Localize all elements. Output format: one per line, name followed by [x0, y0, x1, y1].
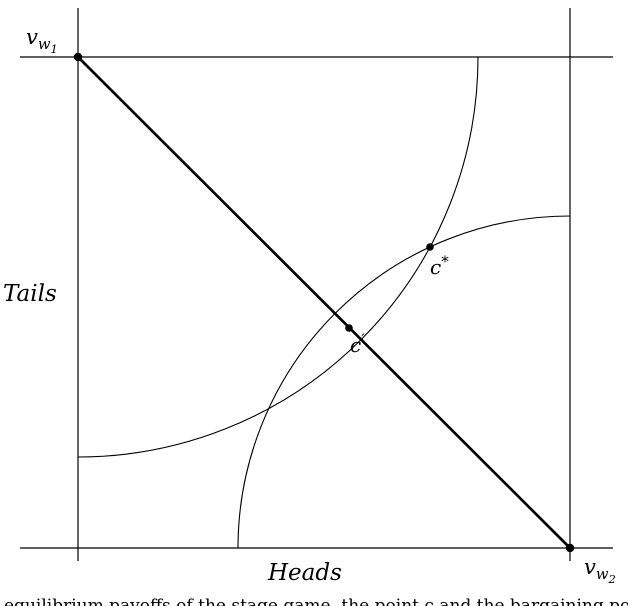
c-star-sup: *: [441, 252, 449, 271]
label-vw2: vw2: [584, 555, 616, 585]
axis-label-tails: Tails: [3, 281, 57, 307]
vw2-base: v: [584, 555, 596, 579]
c-prime-sup: ′: [361, 330, 365, 349]
axis-label-heads: Heads: [268, 560, 342, 586]
c-star-dot: [426, 243, 434, 251]
label-c-prime: c′: [350, 332, 365, 357]
vw1-sub: w: [37, 36, 51, 54]
diagonal-line: [77, 56, 571, 549]
vw1-subsub: 1: [50, 42, 58, 57]
vw1-dot: [73, 52, 83, 62]
cropped-caption-text: equilibrium payoffs of the stage game, t…: [4, 596, 628, 606]
vw2-subsub: 2: [608, 572, 616, 587]
vw1-base: v: [26, 25, 38, 49]
vw2-dot: [565, 543, 575, 553]
c-star-base: c: [430, 255, 442, 279]
c-prime-dot: [345, 324, 353, 332]
c-prime-base: c: [350, 333, 362, 357]
vw2-sub: w: [595, 566, 609, 584]
label-c-star: c*: [430, 254, 449, 279]
label-vw1: vw1: [26, 25, 58, 55]
